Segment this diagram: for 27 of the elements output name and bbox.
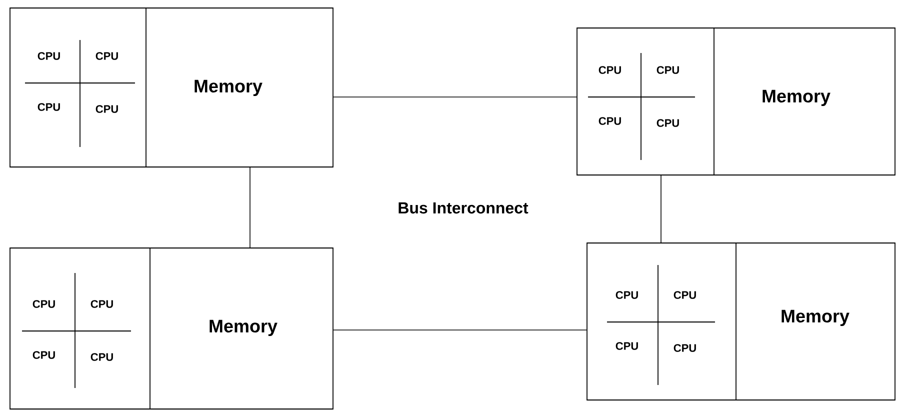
cpu-label: CPU [598, 117, 621, 125]
cpu-label: CPU [656, 66, 679, 74]
memory-label: Memory [194, 80, 262, 96]
connector-line [333, 96, 577, 98]
processor-node [10, 8, 334, 168]
cpu-label: CPU [674, 291, 696, 299]
memory-label: Memory [762, 90, 830, 106]
cpu-label: CPU [38, 52, 60, 60]
memory-label: Memory [782, 310, 850, 326]
cpu-label: CPU [90, 300, 113, 308]
cpu-label: CPU [96, 52, 118, 60]
cpu-label: CPU [90, 353, 113, 361]
cpu-label: CPU [32, 351, 55, 359]
memory-label: Memory [210, 320, 278, 336]
processor-node [586, 242, 896, 400]
cpu-label: CPU [616, 342, 638, 350]
cpu-label: CPU [674, 344, 696, 352]
processor-node [10, 248, 334, 410]
cpu-label: CPU [656, 119, 679, 127]
cpu-label: CPU [96, 105, 118, 113]
cpu-label: CPU [598, 66, 621, 74]
processor-node [576, 28, 896, 176]
connector-line [660, 175, 662, 243]
bus-label: Bus Interconnect [398, 202, 528, 214]
cpu-label: CPU [616, 291, 638, 299]
cpu-label: CPU [32, 300, 55, 308]
cpu-label: CPU [38, 103, 60, 111]
